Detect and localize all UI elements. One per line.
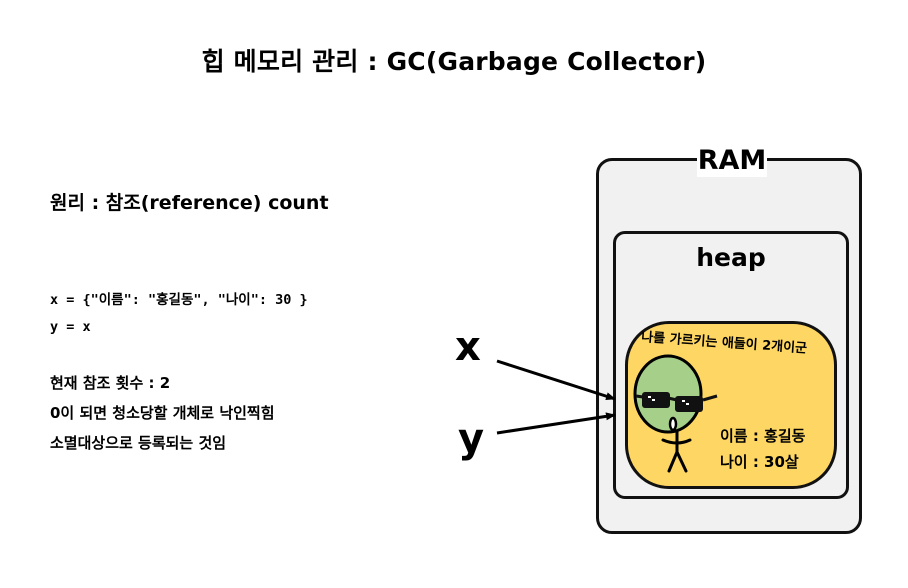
x-reference-arrow xyxy=(497,361,615,399)
y-reference-arrow xyxy=(497,415,615,433)
variable-y-label: y xyxy=(458,419,484,459)
variable-x-label: x xyxy=(455,327,481,367)
object-age-field: 나이 : 30살 xyxy=(720,449,805,475)
object-fields: 이름 : 홍길동 나이 : 30살 xyxy=(720,423,805,475)
alien-with-sunglasses-icon xyxy=(635,356,717,471)
object-name-field: 이름 : 홍길동 xyxy=(720,423,805,449)
